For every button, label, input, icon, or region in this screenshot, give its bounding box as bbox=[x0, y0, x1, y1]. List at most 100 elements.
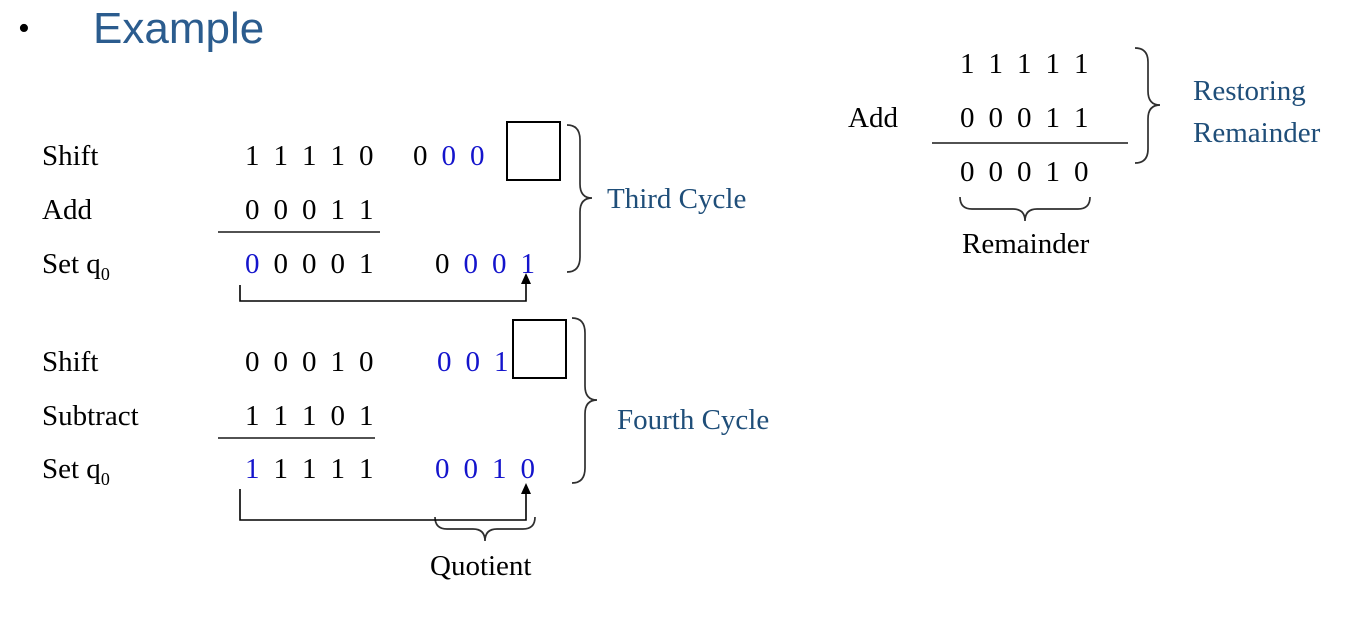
digit: 1 bbox=[359, 453, 374, 485]
digit: 1 bbox=[330, 346, 346, 378]
digit: 0 bbox=[435, 453, 450, 485]
setq0-text: Set q bbox=[42, 248, 101, 280]
digit: 0 bbox=[470, 140, 485, 172]
digit: 1 bbox=[359, 248, 374, 280]
digit: 1 bbox=[359, 400, 374, 432]
digit: 0 bbox=[960, 156, 975, 188]
digit: 1 bbox=[302, 140, 317, 172]
third-cycle-label: Third Cycle bbox=[607, 183, 747, 215]
digit: 0 bbox=[1017, 102, 1032, 134]
remainder-label: Remainder bbox=[962, 228, 1090, 260]
op-label-shift-fourth: Shift bbox=[42, 346, 99, 378]
digit: 1 bbox=[359, 194, 374, 226]
digit: 1 bbox=[520, 248, 536, 280]
digit: 0 bbox=[988, 156, 1004, 188]
digit: 1 bbox=[494, 346, 509, 378]
digit: 0 bbox=[1074, 156, 1089, 188]
digit: 0 bbox=[302, 194, 317, 226]
digit: 0 bbox=[960, 102, 975, 134]
digit: 1 bbox=[1045, 102, 1061, 134]
digit: 1 bbox=[302, 400, 317, 432]
digit: 1 bbox=[988, 48, 1004, 80]
brace-third-cycle bbox=[566, 124, 593, 273]
op-label-setq0-fourth: Set q0 bbox=[42, 453, 110, 490]
digit: 0 bbox=[463, 248, 479, 280]
digit: 0 bbox=[520, 453, 536, 485]
title-bullet: • bbox=[18, 10, 30, 47]
digit: 0 bbox=[435, 248, 450, 280]
digit: 0 bbox=[273, 346, 289, 378]
brace-fourth-cycle bbox=[571, 317, 598, 484]
fourth-cycle-label: Fourth Cycle bbox=[617, 404, 770, 436]
page-title: Example bbox=[93, 4, 265, 53]
restoring-remainder-label-line2: Remainder bbox=[1193, 117, 1321, 149]
digit: 0 bbox=[330, 248, 346, 280]
setq0-text: Set q bbox=[42, 453, 101, 485]
digit: 1 bbox=[302, 453, 317, 485]
digit: 0 bbox=[245, 194, 260, 226]
digit: 0 bbox=[330, 400, 346, 432]
digit: 1 bbox=[273, 400, 289, 432]
digit: 1 bbox=[245, 400, 260, 432]
digit: 0 bbox=[441, 140, 457, 172]
digit: 0 bbox=[359, 346, 374, 378]
op-label-add-third: Add bbox=[42, 194, 92, 226]
digit: 0 bbox=[359, 140, 374, 172]
digit: 1 bbox=[330, 453, 346, 485]
digit: 1 bbox=[273, 140, 289, 172]
q0-empty-box-third bbox=[506, 121, 561, 181]
op-label-add-restore: Add bbox=[848, 102, 898, 134]
brace-restoring-remainder bbox=[1134, 47, 1161, 164]
q0-empty-box-fourth bbox=[512, 319, 567, 379]
digit: 0 bbox=[437, 346, 452, 378]
digit: 0 bbox=[245, 346, 260, 378]
setq0-subscript: 0 bbox=[100, 263, 110, 284]
op-label-shift-third: Shift bbox=[42, 140, 99, 172]
restoring-remainder-label-line1: Restoring bbox=[1193, 75, 1306, 107]
digit: 1 bbox=[330, 140, 346, 172]
digit: 1 bbox=[245, 453, 260, 485]
op-label-subtract-fourth: Subtract bbox=[42, 400, 139, 432]
digit: 1 bbox=[1045, 156, 1061, 188]
digit: 1 bbox=[492, 453, 507, 485]
digit: 0 bbox=[245, 248, 260, 280]
digit: 0 bbox=[302, 346, 317, 378]
quotient-label: Quotient bbox=[430, 550, 532, 582]
digit: 0 bbox=[1017, 156, 1032, 188]
carry-to-q0-arrow-third bbox=[239, 282, 527, 302]
digit: 0 bbox=[463, 453, 479, 485]
digit: 0 bbox=[273, 248, 289, 280]
digit: 0 bbox=[273, 194, 289, 226]
digit: 1 bbox=[245, 140, 260, 172]
digit: 0 bbox=[492, 248, 507, 280]
digit: 1 bbox=[273, 453, 289, 485]
op-label-setq0-third: Set q0 bbox=[42, 248, 110, 285]
digit: 1 bbox=[1074, 102, 1089, 134]
underbrace-quotient bbox=[434, 516, 536, 542]
setq0-subscript: 0 bbox=[100, 468, 110, 489]
digit: 0 bbox=[302, 248, 317, 280]
digit: 1 bbox=[1074, 48, 1089, 80]
digit: 0 bbox=[988, 102, 1004, 134]
digit: 1 bbox=[330, 194, 346, 226]
underbrace-remainder bbox=[959, 196, 1091, 222]
digit: 1 bbox=[960, 48, 975, 80]
digit: 1 bbox=[1017, 48, 1032, 80]
digit: 1 bbox=[1045, 48, 1061, 80]
carry-to-q0-arrow-fourth bbox=[239, 489, 527, 521]
